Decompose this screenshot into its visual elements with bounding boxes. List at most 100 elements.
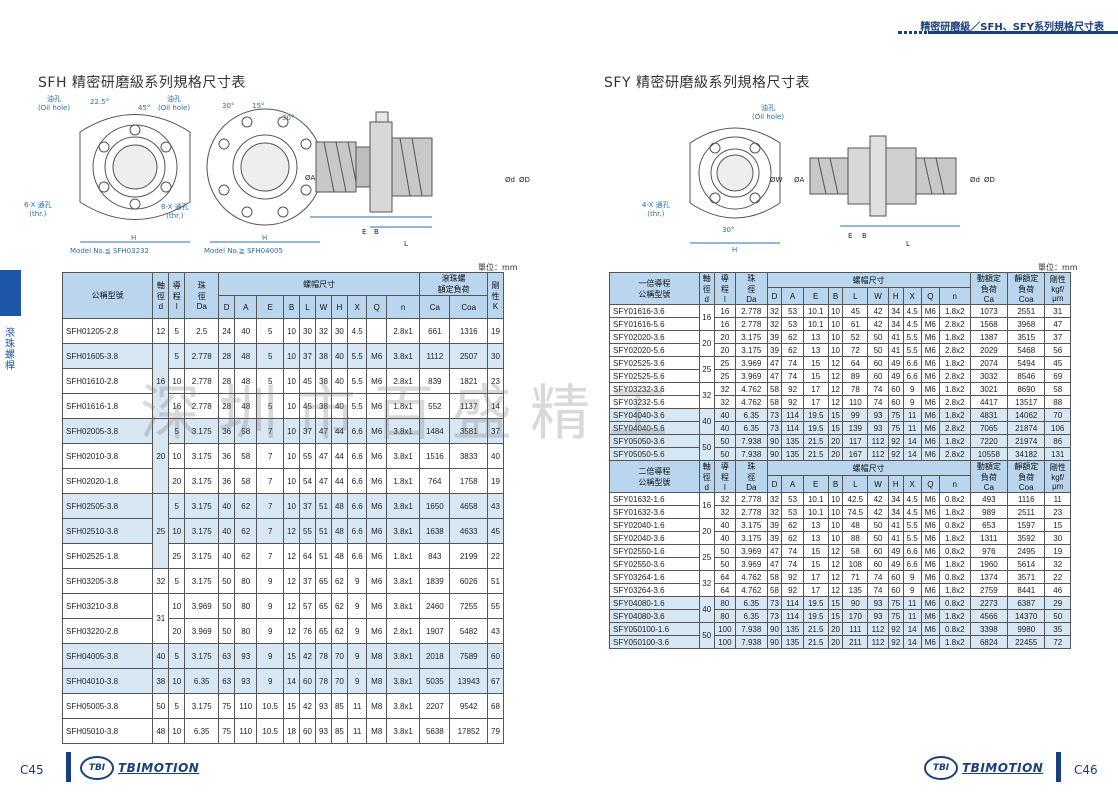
table-cell: 55 (299, 518, 316, 544)
table-cell: 10 (827, 343, 844, 357)
table-cell: 34 (887, 505, 904, 519)
table-cell: 93 (234, 668, 258, 694)
table-cell: 11 (1044, 492, 1071, 506)
table-cell: 14062 (1007, 408, 1046, 422)
table-cell: 764 (419, 468, 451, 494)
table-cell: 32 (152, 568, 170, 594)
table-cell: 20 (713, 330, 737, 344)
table-cell: 58 (766, 395, 783, 409)
unit-label: 單位：mm (478, 263, 518, 272)
table-cell: 47 (1044, 317, 1071, 331)
table-cell: 42 (299, 643, 316, 669)
table-cell: 9542 (449, 693, 488, 719)
table-cell: 2.8x2 (938, 369, 971, 383)
side-tab-label: 滾珠螺桿 (5, 328, 15, 372)
model-note: Model No.≧ SFH04005 (204, 247, 283, 255)
table-cell: 50 (218, 618, 236, 644)
table-cell: 25 (713, 369, 737, 383)
table-cell: 1.8x2 (938, 356, 971, 370)
table-cell: 11 (902, 408, 922, 422)
table-cell: 12 (283, 518, 301, 544)
table-cell: 93 (867, 421, 889, 435)
table-cell: 3.175 (735, 330, 768, 344)
dim-label: H (131, 234, 137, 242)
col-header: W (314, 295, 332, 319)
table-cell: 5 (168, 493, 186, 519)
table-cell: 92 (781, 583, 804, 597)
col-header: L (299, 295, 316, 319)
table-cell: 11 (346, 693, 368, 719)
table-cell: 32 (713, 505, 737, 519)
table-cell: 6.35 (735, 408, 768, 422)
oil-hole-label: 油孔 (Oil hole) (38, 95, 71, 112)
table-cell: M6 (920, 395, 940, 409)
table-cell: 5.5 (346, 343, 368, 369)
table-cell: 93 (234, 643, 258, 669)
col-header: 軸 徑 d (698, 460, 715, 493)
table-cell: 1.8x1 (386, 543, 421, 569)
table-cell: 16 (698, 304, 715, 331)
table-cell: 19.5 (802, 421, 829, 435)
table-cell: M6 (920, 447, 940, 461)
table-cell: 6.6 (346, 418, 368, 444)
table-cell: 19 (486, 318, 505, 344)
table-cell: 62 (234, 543, 258, 569)
table-cell: 3398 (969, 622, 1009, 636)
table-cell: 7 (256, 518, 285, 544)
table-cell: 53 (781, 317, 804, 331)
table-cell: 75 (218, 693, 236, 719)
table-cell: 976 (969, 544, 1009, 558)
table-cell: SFH02525-1.8 (61, 543, 154, 569)
table-cell: 12 (827, 557, 844, 571)
table-cell: 62 (330, 593, 348, 619)
table-cell: 20 (168, 618, 186, 644)
table-cell: 3.8x1 (386, 693, 421, 719)
table-cell: 37 (486, 418, 505, 444)
table-cell: 9 (902, 395, 922, 409)
table-cell: 9 (346, 593, 368, 619)
table-cell: 47 (766, 369, 783, 383)
table-cell: 50 (713, 557, 737, 571)
table-cell: 2.8x2 (938, 395, 971, 409)
table-cell: 139 (842, 421, 869, 435)
table-cell: 42 (867, 505, 889, 519)
table-cell: 0.8x2 (938, 570, 971, 584)
col-header: 珠 徑 Da (735, 272, 768, 305)
table-cell: 51 (314, 543, 332, 569)
table-cell: SFY05050-5.6 (609, 447, 700, 461)
table-cell: 40 (698, 596, 715, 623)
table-cell: 37 (299, 418, 316, 444)
table-cell: 7255 (449, 593, 488, 619)
table-cell: 17 (802, 583, 829, 597)
sfh-drawing (79, 108, 433, 243)
table-cell: M6 (366, 468, 388, 494)
table-cell: 3968 (1007, 317, 1046, 331)
table-cell: 2.778 (184, 393, 220, 419)
table-cell: 62 (781, 518, 804, 532)
table-cell: 4.762 (735, 583, 768, 597)
table-cell: 74 (867, 395, 889, 409)
table-cell: 70 (330, 668, 348, 694)
table-cell: 5 (168, 568, 186, 594)
sfh-title: SFH 精密研磨級系列規格尺寸表 (38, 75, 246, 91)
table-cell: 15 (802, 557, 829, 571)
table-cell: 19.5 (802, 596, 829, 610)
table-cell: 211 (842, 635, 869, 649)
angle-label: 22.5° (90, 98, 110, 106)
table-cell: M6 (920, 304, 940, 318)
table-cell: 62 (781, 531, 804, 545)
table-cell: 51 (314, 493, 332, 519)
angle-label: 30° (222, 102, 235, 110)
table-cell: 65 (314, 618, 332, 644)
table-cell: 49 (887, 356, 904, 370)
table-cell: 17 (802, 382, 829, 396)
table-cell: 12 (827, 544, 844, 558)
table-cell: 21.5 (802, 447, 829, 461)
table-cell: 23 (1044, 505, 1071, 519)
